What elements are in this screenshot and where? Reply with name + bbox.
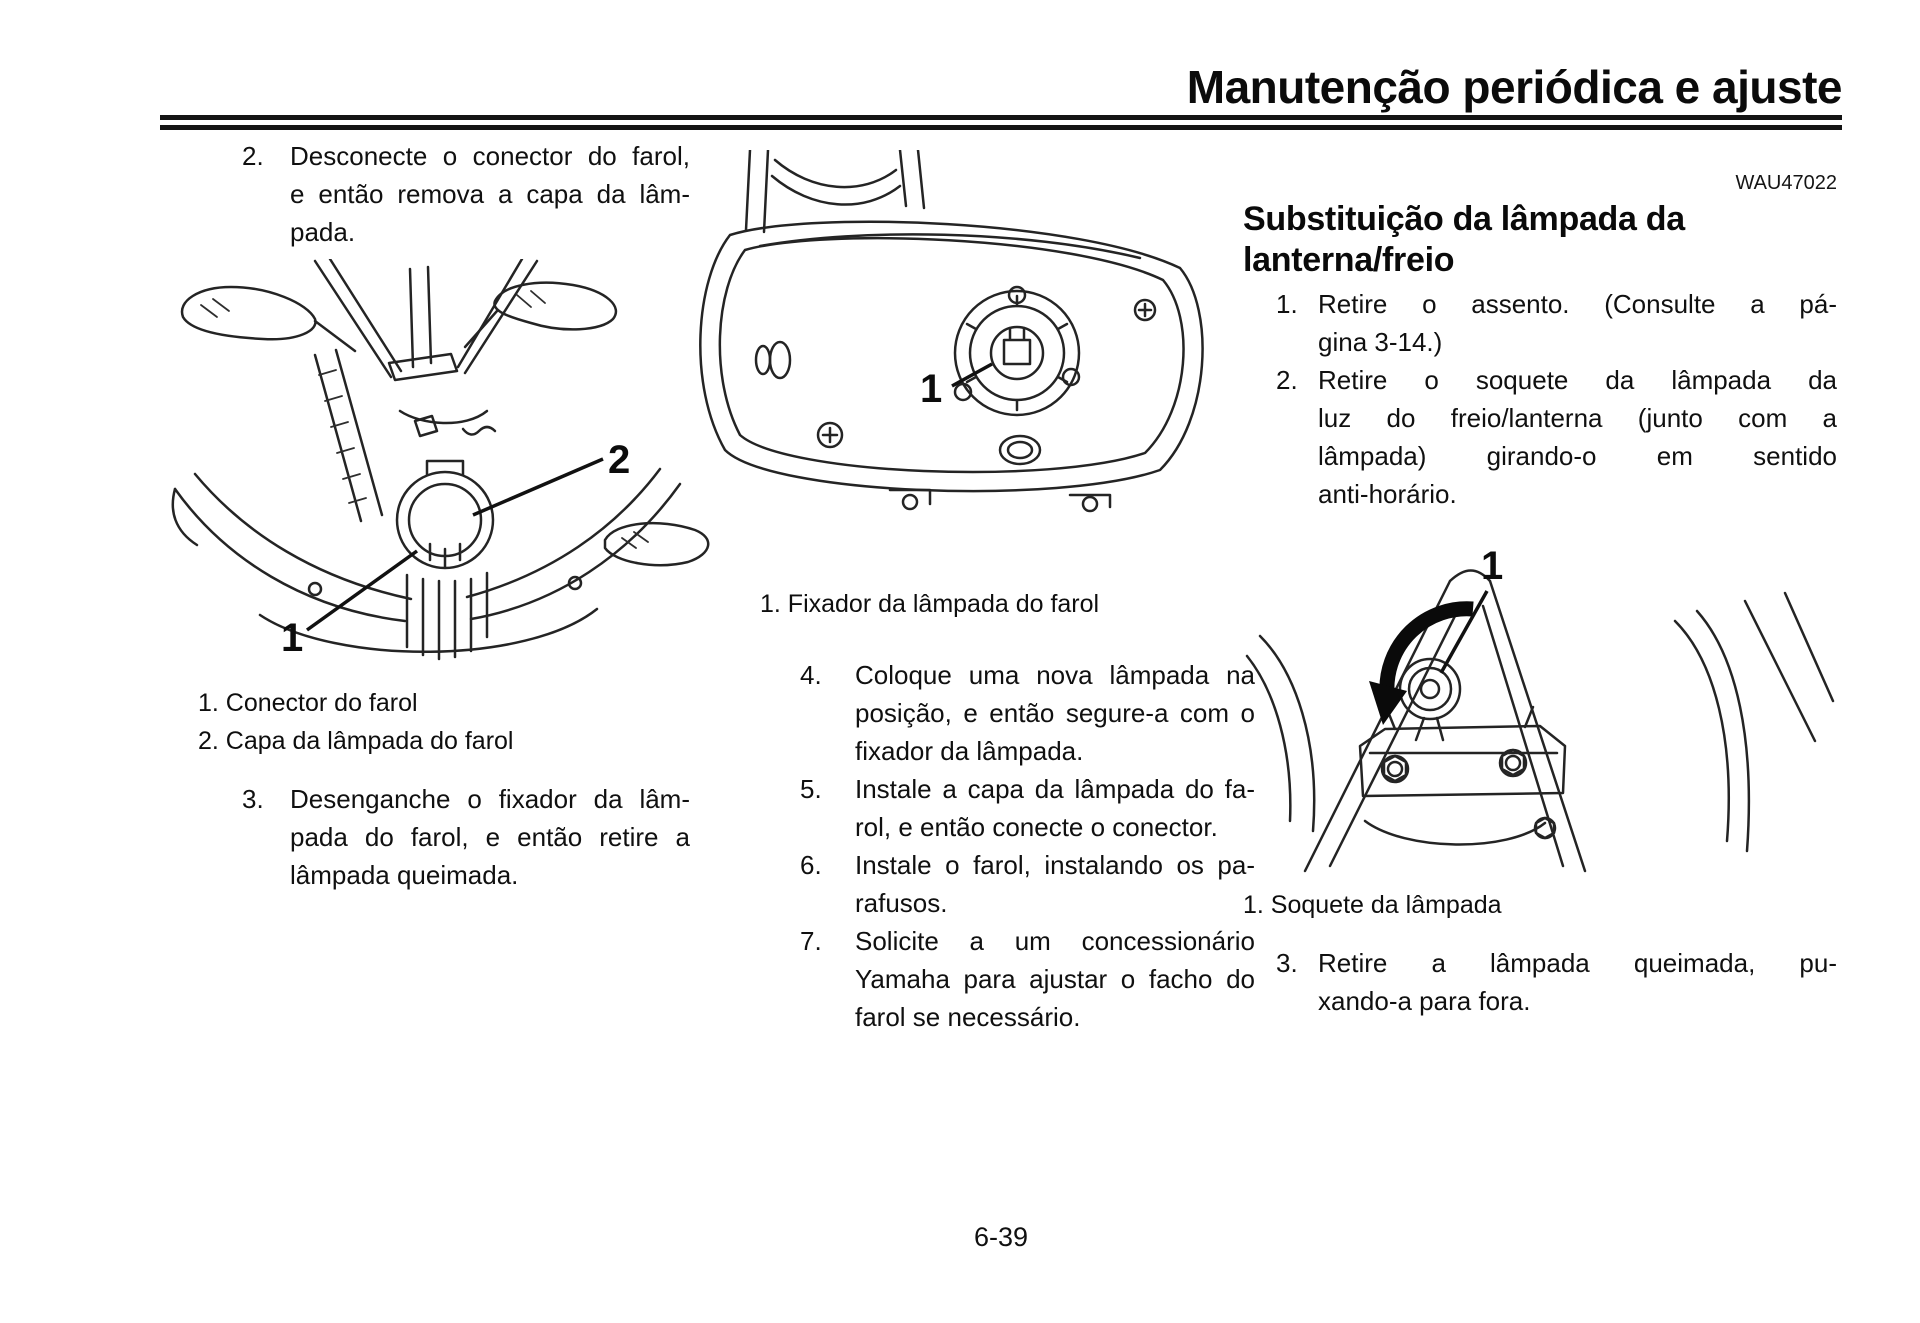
step-1: 1. Retire o assento. (Consulte a pá-gina…: [1243, 285, 1837, 361]
step-6: 6. Instale o farol, instalando os pa-raf…: [760, 846, 1255, 922]
step-text: Instale a capa da lâmpada do fa-rol, e e…: [855, 774, 1255, 842]
figure-label-connector: 1: [281, 616, 303, 660]
step-number: 7.: [800, 926, 822, 956]
figure-headlight-front: 2 1: [171, 259, 690, 684]
step-text: Desenganche o fixador da lâm-pada do far…: [290, 784, 690, 890]
column-right: WAU47022 Substituição da lâmpada da lant…: [1243, 172, 1837, 1020]
section-heading: Substituição da lâmpada da lanterna/frei…: [1243, 199, 1837, 281]
header-double-rule: [160, 115, 1842, 130]
step-number: 2.: [1276, 365, 1298, 395]
figure-headlight-rear: 1: [603, 150, 1255, 585]
figure-label-cover: 2: [608, 438, 630, 482]
tail-light-socket-illustration: 1: [1245, 544, 1835, 873]
figure-caption: 1. Fixador da lâmpada do farol: [760, 590, 1100, 618]
step-text: Desconecte o conector do farol,e então r…: [290, 141, 690, 247]
figure-caption: 1. Conector do farol: [198, 689, 418, 717]
figure-caption: 2. Capa da lâmpada do farol: [198, 727, 514, 755]
section-code: WAU47022: [1735, 172, 1837, 194]
page-title: Manutenção periódica e ajuste: [1186, 61, 1843, 113]
figure-tail-socket: 1: [1243, 541, 1837, 886]
step-number: 1.: [1276, 289, 1298, 319]
step-number: 4.: [800, 660, 822, 690]
step-number: 3.: [1276, 948, 1298, 978]
headlight-front-illustration: 2 1: [171, 259, 682, 661]
step-2: 2. Desconecte o conector do farol,e entã…: [198, 137, 690, 251]
step-3: 3. Retire a lâmpada queimada, pu-xando-a…: [1243, 944, 1837, 1020]
step-text: Retire a lâmpada queimada, pu-xando-a pa…: [1318, 948, 1837, 1016]
column-left: 2. Desconecte o conector do farol,e entã…: [171, 137, 690, 894]
page-number: 6-39: [973, 1222, 1029, 1252]
section-heading-line: Substituição da lâmpada da: [1243, 200, 1685, 238]
step-number: 5.: [800, 774, 822, 804]
step-text: Instale o farol, instalando os pa-rafuso…: [855, 850, 1255, 918]
headlight-rear-illustration: 1: [603, 150, 1204, 567]
step-3: 3. Desenganche o fixador da lâm-pada do …: [198, 780, 690, 894]
column-middle: 1 1. Fixador da lâmpada do farol 4. Colo…: [603, 150, 1255, 1036]
step-text: Retire o assento. (Consulte a pá-gina 3-…: [1318, 289, 1837, 357]
step-5: 5. Instale a capa da lâmpada do fa-rol, …: [760, 770, 1255, 846]
step-number: 2.: [242, 141, 264, 171]
section-heading-line: lanterna/freio: [1243, 241, 1455, 279]
figure-label-socket: 1: [1481, 544, 1503, 588]
figure-label-holder: 1: [920, 367, 942, 411]
figure-caption: 1. Soquete da lâmpada: [1243, 891, 1502, 919]
step-number: 6.: [800, 850, 822, 880]
step-number: 3.: [242, 784, 264, 814]
